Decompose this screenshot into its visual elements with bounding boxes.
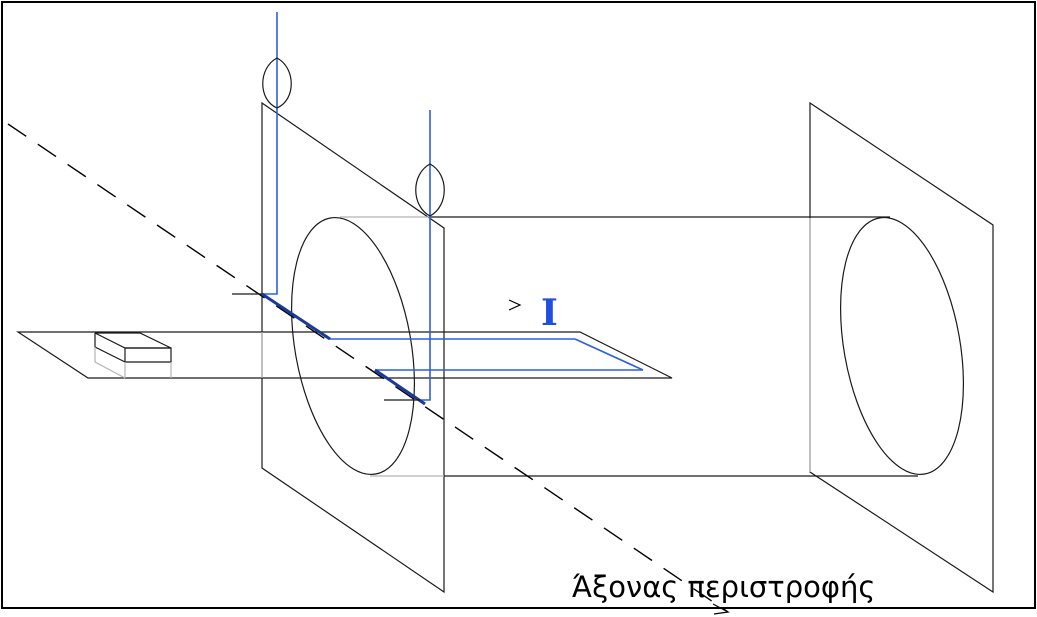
coil-lead-right xyxy=(420,110,431,401)
wire-hook-right xyxy=(415,163,445,217)
right-pole-face xyxy=(839,216,965,476)
rotation-axis-line xyxy=(7,123,729,613)
wire-hook-left xyxy=(262,57,292,109)
coil-side-far xyxy=(574,338,644,371)
current-direction-arrow xyxy=(508,299,522,311)
current-loop xyxy=(261,12,644,406)
rotation-axis-arrowhead xyxy=(712,603,730,615)
coil-axis-segment-left xyxy=(261,292,331,341)
current-label: I xyxy=(541,292,558,334)
left-magnet-plate xyxy=(261,101,445,594)
small-block xyxy=(94,332,172,379)
rotation-axis-label: Άξονας περιστροφής xyxy=(572,570,875,604)
right-magnet-plate xyxy=(809,101,994,594)
left-pole-face xyxy=(290,216,416,476)
coil-lead-left xyxy=(262,12,278,295)
base-plate xyxy=(15,331,673,379)
coil-axis-segment-right xyxy=(374,368,426,406)
